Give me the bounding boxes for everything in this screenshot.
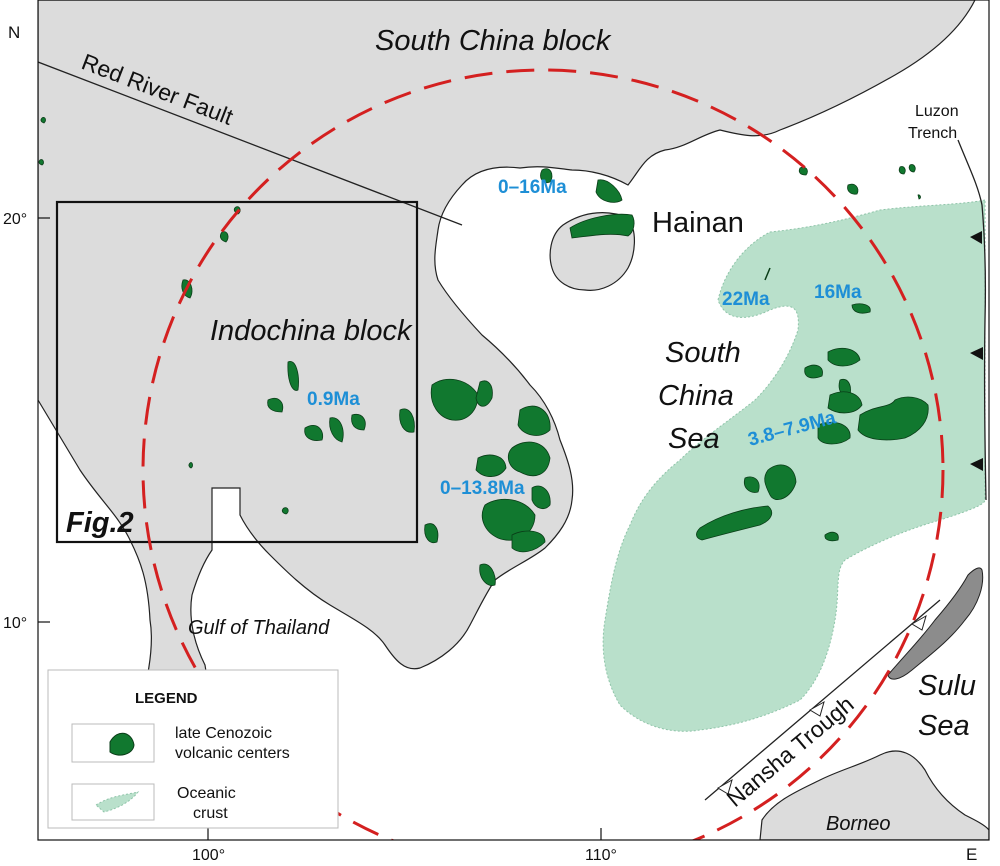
luzon-trench-tooth [970,347,983,360]
legend-oceanic-swatch [95,791,140,813]
legend-oceanic-label-2: crust [193,805,228,822]
legend-volcanic-swatch [109,732,135,756]
east-label: E [966,845,977,864]
luzon-trench-tooth [970,458,983,471]
luzon-trench-label-1: Luzon [915,103,959,120]
south-china-sea-label-1: South [665,337,741,369]
indochina-block-label: Indochina block [210,315,413,347]
red-river-fault-line [38,61,463,226]
luzon-trench-label-2: Trench [908,125,957,142]
fig2-inset-box [55,200,419,544]
legend: LEGEND late Cenozoic volcanic centers Oc… [47,669,339,829]
influence-circle [141,68,945,840]
lon-100-label: 100° [192,847,225,864]
nansha-trough-line [704,599,941,801]
legend-oceanic-label-1: Oceanic [177,785,236,802]
gulf-of-thailand-label: Gulf of Thailand [188,617,330,639]
borneo-label: Borneo [826,813,891,835]
south-china-sea-label-2: China [658,380,734,412]
south-china-sea-label-3: Sea [668,423,720,455]
luzon-trench-line [957,139,987,501]
fig2-label: Fig.2 [66,507,134,539]
luzon-trench-tooth [970,231,982,244]
sulu-sea-label-2: Sea [918,710,970,742]
nansha-trough-tooth [911,614,927,631]
age-label-22ma: 22Ma [722,289,770,310]
south-china-block-label: South China block [375,25,612,57]
nansha-trough-tooth [717,778,733,795]
palawan-island [887,567,984,680]
map-frame [37,0,990,841]
age-label-16ma: 16Ma [814,282,862,303]
age-pointer-line [764,267,771,281]
legend-title: LEGEND [135,690,198,707]
legend-volcanic-label-2: volcanic centers [175,745,290,762]
sulu-sea-label-1: Sulu [918,670,976,702]
north-label: N [8,23,20,42]
oceanic-crust-area [602,199,986,732]
age-label-hainan: 0–16Ma [498,177,567,198]
nansha-trough-tooth [809,700,825,717]
hainan-label: Hainan [652,207,744,239]
borneo-landmass [759,750,989,840]
lat-20-label: 20° [3,211,27,228]
age-label-0-9ma: 0.9Ma [307,389,360,410]
lat-10-label: 10° [3,615,27,632]
age-label-0-13-8ma: 0–13.8Ma [440,478,525,499]
lon-110-label: 110° [585,847,617,864]
legend-volcanic-label-1: late Cenozoic [175,725,272,742]
